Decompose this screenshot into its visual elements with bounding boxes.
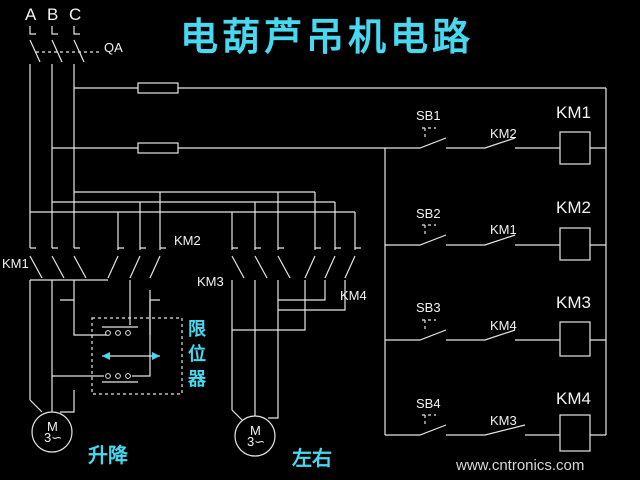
limit-switch-char-3: 器 (187, 369, 207, 390)
rung-3-button: SB3 (416, 300, 441, 315)
hoist-motor-symbol: M (47, 419, 58, 434)
control-rung-3 (385, 319, 606, 357)
power-distribution (30, 191, 356, 250)
travel-motor-phase: 3∽ (247, 434, 265, 449)
travel-motor (231, 310, 279, 457)
main-switch-qa (29, 26, 100, 248)
phase-label-a: A (25, 5, 37, 24)
rung-4-coil: KM4 (556, 389, 591, 408)
rung-3-coil: KM3 (556, 293, 591, 312)
km1-power-label: KM1 (2, 256, 29, 271)
limit-switch-char-2: 位 (188, 343, 206, 365)
control-rung-4 (385, 414, 606, 452)
rung-2-interlock: KM1 (490, 222, 517, 237)
rung-4-interlock: KM3 (490, 413, 517, 428)
watermark: www.cntronics.com (455, 457, 584, 474)
limit-switch-char-1: 限 (188, 319, 207, 340)
diagram-title: 电葫芦吊机电路 (180, 15, 474, 59)
hoist-motor (29, 390, 75, 453)
rung-4-button: SB4 (416, 396, 441, 411)
control-supply (52, 82, 607, 435)
contactor-km3-contacts (231, 247, 291, 410)
phase-label-b: B (47, 5, 58, 24)
coil-km3 (559, 321, 591, 357)
hoist-motor-phase: 3∽ (44, 430, 62, 445)
coil-km4 (559, 414, 591, 452)
travel-label: 左右 (292, 446, 332, 470)
hoist-label: 升降 (88, 443, 129, 467)
coil-km2 (559, 227, 591, 261)
rung-2-button: SB2 (416, 206, 441, 221)
fuse-2 (137, 142, 179, 154)
contactor-km2-contacts (30, 247, 166, 301)
travel-motor-symbol: M (250, 423, 261, 438)
control-rung-2 (385, 224, 606, 261)
contactor-km1-contacts (29, 247, 87, 410)
rung-1-button: SB1 (416, 108, 441, 123)
km2-power-label: KM2 (174, 233, 201, 248)
phase-label-c: C (69, 5, 81, 24)
control-rung-1 (385, 127, 606, 165)
rung-2-coil: KM2 (556, 198, 591, 217)
limit-switch (52, 290, 183, 395)
contactor-km4-contacts (232, 247, 361, 331)
rung-1-coil: KM1 (556, 103, 591, 122)
main-switch-label: QA (104, 40, 123, 55)
coil-km1 (559, 131, 591, 165)
fuse-1 (137, 82, 179, 94)
rung-1-interlock: KM2 (490, 126, 517, 141)
km4-power-label: KM4 (340, 288, 367, 303)
rung-3-interlock: KM4 (490, 318, 517, 333)
km3-power-label: KM3 (197, 274, 224, 289)
